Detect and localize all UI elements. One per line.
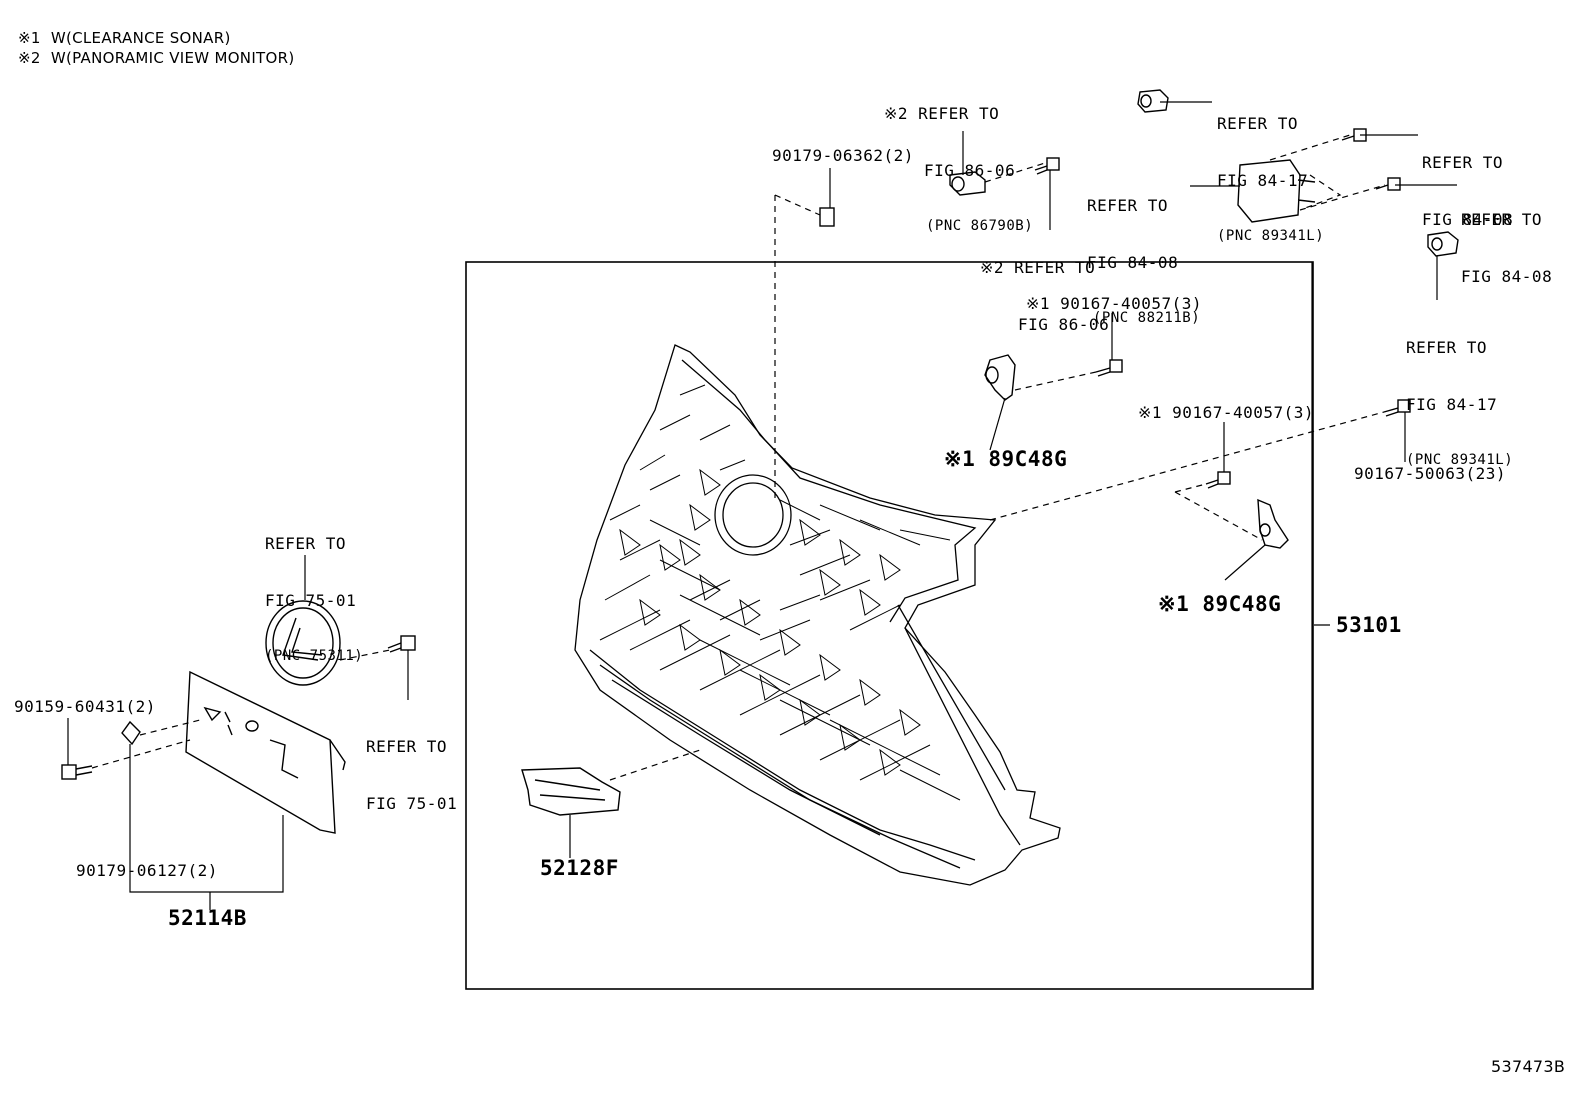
- screw-cam: [1034, 157, 1060, 175]
- callout-89341l-top-line3: (PNC 89341L): [1217, 228, 1325, 244]
- callout-75-01-bolt-line1: REFER TO: [366, 737, 448, 756]
- callout-84-08-a[interactable]: REFER TO FIG 84-08: [1422, 115, 1513, 248]
- callout-90179-06127[interactable]: 90179-06127(2): [76, 861, 218, 880]
- screw-a: [1095, 359, 1123, 377]
- nut-shape: [819, 207, 835, 227]
- callout-75311-line1: REFER TO: [265, 534, 347, 553]
- callout-89341l-top-line2: FIG 84-17: [1217, 171, 1309, 190]
- callout-88211b-line2: FIG 84-08: [1087, 253, 1179, 272]
- sonar-shape-right: [1427, 231, 1459, 257]
- callout-89341l-right[interactable]: REFER TO FIG 84-17 (PNC 89341L): [1406, 300, 1513, 488]
- callout-84-08-a-line2: FIG 84-08: [1422, 210, 1514, 229]
- callout-88211b-line3: (PNC 88211B): [1093, 310, 1201, 326]
- callout-86790b[interactable]: ※2 REFER TO FIG 86-06 (PNC 86790B): [884, 66, 1033, 254]
- callout-89341l-top[interactable]: REFER TO FIG 84-17 (PNC 89341L): [1217, 76, 1324, 264]
- ecu-shape: [1237, 159, 1316, 223]
- callout-90179-06362[interactable]: 90179-06362(2): [772, 146, 914, 165]
- screw-c: [1383, 399, 1411, 417]
- callout-89341l-right-line2: FIG 84-17: [1406, 395, 1498, 414]
- bolt-shape-left: [61, 764, 93, 780]
- callout-88211b[interactable]: REFER TO FIG 84-08 (PNC 88211B): [1087, 158, 1200, 346]
- callout-86-06-lower-line1: ※2 REFER TO: [980, 258, 1096, 277]
- sonar-shape-top: [1137, 89, 1169, 113]
- clip-shape: [121, 720, 141, 746]
- callout-75311-line2: FIG 75-01: [265, 591, 357, 610]
- callout-75-01-bolt[interactable]: REFER TO FIG 75-01: [366, 699, 457, 832]
- screw-ecu-b: [1375, 177, 1401, 191]
- screw-b: [1205, 471, 1231, 489]
- assembly-frame: [465, 261, 1314, 990]
- callout-84-08-b[interactable]: REFER TO FIG 84-08: [1461, 172, 1552, 305]
- callout-84-08-a-line1: REFER TO: [1422, 153, 1504, 172]
- callout-75311-line3: (PNC 75311): [265, 648, 364, 664]
- callout-86-06-lower[interactable]: ※2 REFER TO FIG 86-06: [980, 220, 1109, 353]
- camera-shape: [949, 171, 986, 196]
- lower-cover: [521, 767, 621, 816]
- legend-note-2: ※2 W(PANORAMIC VIEW MONITOR): [18, 49, 295, 67]
- callout-52128f[interactable]: 52128F: [540, 856, 619, 880]
- callout-86790b-line1: ※2 REFER TO: [884, 104, 1000, 123]
- callout-89c48g-b[interactable]: ※1 89C48G: [1158, 592, 1282, 616]
- callout-89341l-right-line3: (PNC 89341L): [1406, 452, 1514, 468]
- callout-90167-50063[interactable]: 90167-50063(23): [1354, 464, 1506, 483]
- callout-90167-40057-b[interactable]: ※1 90167-40057(3): [1138, 403, 1315, 422]
- callout-53101[interactable]: 53101: [1336, 613, 1402, 637]
- callout-75311[interactable]: REFER TO FIG 75-01 (PNC 75311): [265, 496, 363, 684]
- callout-89341l-top-line1: REFER TO: [1217, 114, 1299, 133]
- callout-86-06-lower-line2: FIG 86-06: [1018, 315, 1110, 334]
- callout-89341l-right-line1: REFER TO: [1406, 338, 1488, 357]
- callout-89c48g-a[interactable]: ※1 89C48G: [944, 447, 1068, 471]
- sonar-bracket-b: [1257, 498, 1289, 549]
- callout-90159-60431[interactable]: 90159-60431(2): [14, 697, 156, 716]
- callout-86790b-line2: FIG 86-06: [924, 161, 1016, 180]
- radiator-grille: [574, 344, 1061, 886]
- front-emblem: [265, 600, 341, 686]
- legend-note-1: ※1 W(CLEARANCE SONAR): [18, 29, 231, 47]
- illustration-id: 537473B: [1491, 1057, 1566, 1076]
- callout-52114b[interactable]: 52114B: [168, 906, 247, 930]
- callout-84-08-b-line1: REFER TO: [1461, 210, 1543, 229]
- callout-88211b-line1: REFER TO: [1087, 196, 1169, 215]
- callout-75-01-bolt-line2: FIG 75-01: [366, 794, 458, 813]
- sonar-bracket-a: [984, 354, 1016, 401]
- callout-90167-40057-a[interactable]: ※1 90167-40057(3): [1026, 294, 1203, 313]
- callout-84-08-b-line2: FIG 84-08: [1461, 267, 1553, 286]
- callout-86790b-line3: (PNC 86790B): [926, 218, 1034, 234]
- license-plate-bracket: [185, 670, 346, 834]
- bolt-shape-emblem: [387, 635, 416, 653]
